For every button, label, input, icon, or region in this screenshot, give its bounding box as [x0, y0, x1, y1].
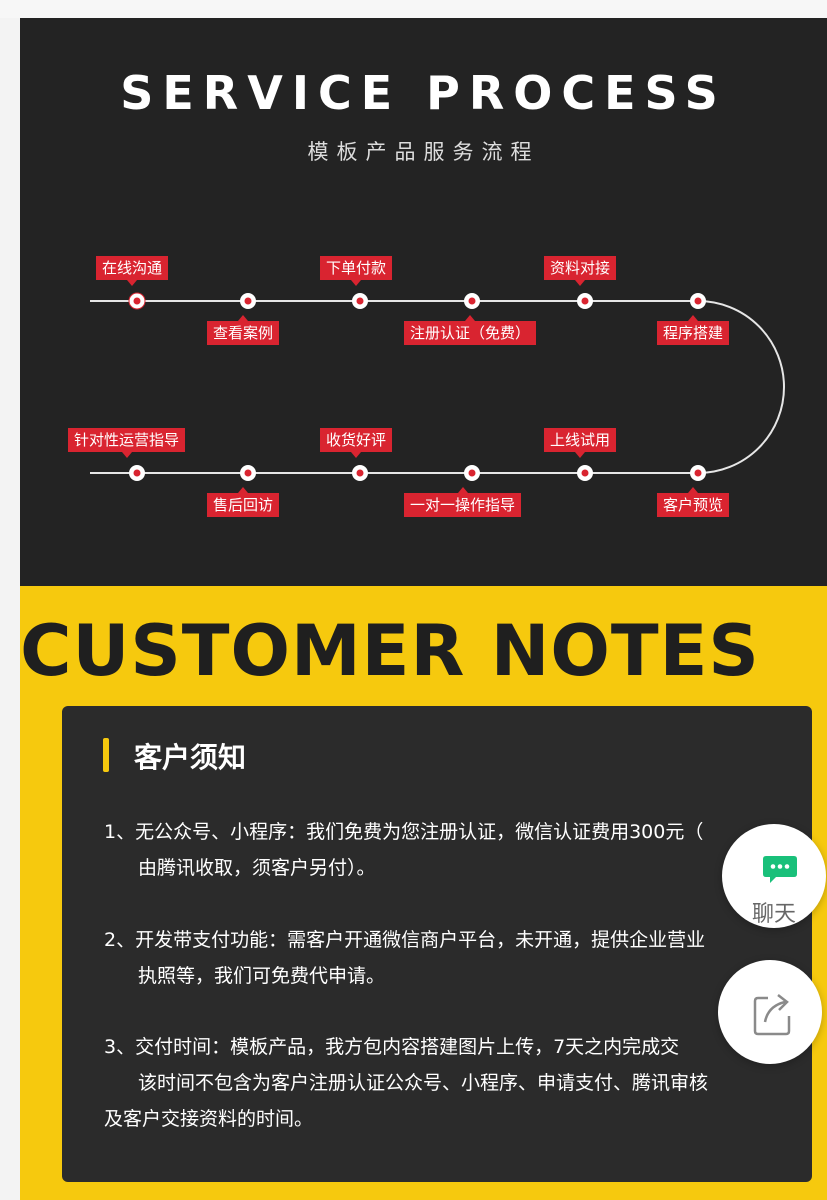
timeline-curve	[697, 300, 785, 474]
note-3-line-3: 及客户交接资料的时间。	[104, 1108, 314, 1130]
step-material-handover: 资料对接	[544, 256, 617, 286]
step-customer-preview: 客户预览	[657, 487, 730, 517]
note-2-line-2: 执照等，我们可免费代申请。	[138, 965, 386, 987]
top-strip	[0, 0, 827, 18]
note-1-line-1: 1、无公众号、小程序：我们免费为您注册认证，微信认证费用300元（	[104, 821, 704, 843]
left-strip	[0, 18, 20, 1200]
process-timeline	[90, 292, 785, 481]
note-2-line-1: 2、开发带支付功能：需客户开通微信商户平台，未开通，提供企业营业	[104, 929, 706, 951]
notes-heading: 客户须知	[134, 741, 247, 774]
note-item-1: 1、无公众号、小程序：我们免费为您注册认证，微信认证费用300元（ 由腾讯收取，…	[104, 814, 812, 886]
timeline-dots	[128, 292, 706, 481]
note-3-line-2: 该时间不包含为客户注册认证公众号、小程序、申请支付、腾讯审核	[138, 1072, 709, 1094]
service-process-section: SERVICE PROCESS 模板产品服务流程 在线沟通 查看案例 下单付款 …	[20, 18, 827, 586]
service-process-subtitle: 模板产品服务流程	[307, 140, 540, 164]
step-after-sales-visit: 售后回访	[207, 487, 280, 517]
service-process-title: SERVICE PROCESS	[120, 66, 727, 120]
step-online-communication: 在线沟通	[96, 256, 169, 286]
chat-bubble-icon	[763, 856, 797, 883]
chat-label: 聊天	[751, 902, 796, 927]
note-3-line-1: 3、交付时间：模板产品，我方包内容搭建图片上传，7天之内完成交	[104, 1036, 680, 1058]
step-view-cases: 查看案例	[207, 315, 280, 345]
heading-accent-bar	[103, 738, 109, 772]
step-receipt-review: 收货好评	[320, 428, 393, 458]
note-item-3: 3、交付时间：模板产品，我方包内容搭建图片上传，7天之内完成交 该时间不包含为客…	[104, 1029, 812, 1137]
customer-notes-card: 客户须知 1、无公众号、小程序：我们免费为您注册认证，微信认证费用300元（ 由…	[62, 706, 812, 1182]
share-button[interactable]	[718, 960, 822, 1064]
step-targeted-operation: 针对性运营指导	[68, 428, 186, 458]
note-item-2: 2、开发带支付功能：需客户开通微信商户平台，未开通，提供企业营业 执照等，我们可…	[104, 922, 812, 994]
step-order-payment: 下单付款	[320, 256, 393, 286]
step-trial-launch: 上线试用	[544, 428, 617, 458]
customer-notes-title: CUSTOMER NOTES	[20, 610, 760, 692]
note-1-line-2: 由腾讯收取，须客户另付）。	[138, 857, 376, 879]
share-icon	[753, 994, 791, 1036]
step-one-on-one-guide: 一对一操作指导	[404, 487, 522, 517]
step-register-certify: 注册认证（免费）	[404, 315, 537, 345]
chat-button[interactable]: 聊天	[722, 824, 826, 928]
step-program-build: 程序搭建	[657, 315, 730, 345]
